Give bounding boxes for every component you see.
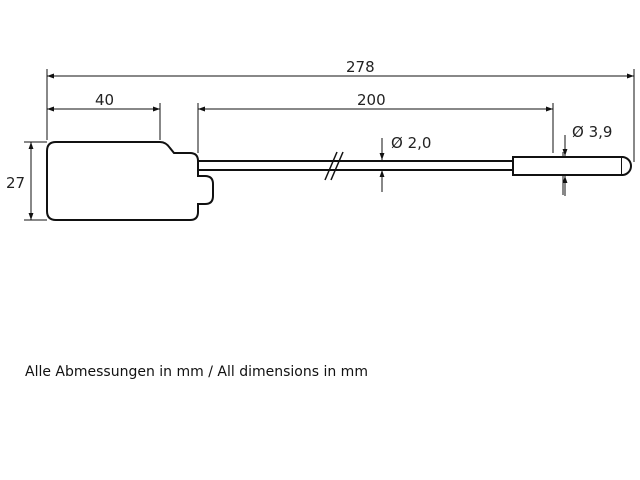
cable (197, 160, 514, 171)
cable-length-label: 200 (357, 91, 386, 109)
sensor-housing (46, 141, 214, 221)
cable-break-symbol (324, 151, 344, 181)
housing-length-label: 40 (95, 91, 114, 109)
probe-tube (512, 156, 623, 176)
overall-length-label: 278 (346, 58, 375, 76)
cable-diameter-label: Ø 2,0 (391, 134, 431, 152)
probe-tip (621, 156, 632, 176)
probe-diameter-label: Ø 3,9 (572, 123, 612, 141)
housing-height-label: 27 (6, 174, 25, 192)
units-note: Alle Abmessungen in mm / All dimensions … (25, 364, 368, 380)
